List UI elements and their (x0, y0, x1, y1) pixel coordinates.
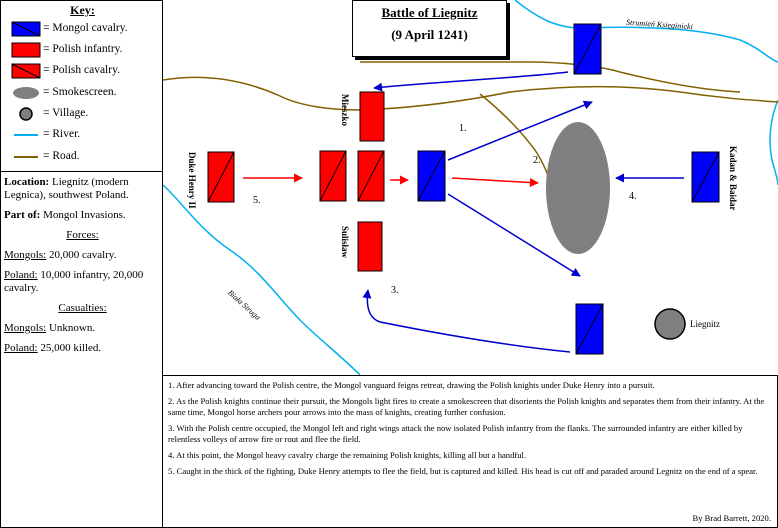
mongol-cavalry-icon (11, 21, 41, 37)
key-heading: Key: (70, 3, 95, 17)
label-village: Liegnitz (690, 319, 720, 329)
key-row-polish-cavalry: = Polish cavalry. (1, 62, 164, 80)
title-box: Battle of Liegnitz (9 April 1241) (352, 0, 507, 57)
polish-cavalry-centre-left (319, 150, 347, 202)
label-mieszko: Mieszko (340, 94, 350, 126)
forces-mongols-text: 20,000 cavalry. (48, 249, 117, 261)
key-row-river: = River. (1, 126, 164, 144)
polish-cavalry-icon (11, 63, 41, 79)
partof-text: Mongol Invasions. (43, 209, 126, 221)
casualties-heading: Casualties: (58, 302, 107, 314)
arrow-mongol-top (373, 71, 569, 92)
step-5: 5. (253, 195, 261, 206)
river-right (769, 99, 778, 186)
arrow-mongol-flank-bottom (362, 289, 571, 353)
mongol-cavalry-centre (417, 150, 446, 202)
key-row-smokescreen: = Smokescreen. (1, 84, 164, 102)
cas-poland-line: Poland: 25,000 killed. (4, 342, 161, 355)
step-1: 1. (459, 123, 467, 134)
polish-infantry-mieszko (359, 91, 385, 142)
river-icon (14, 134, 38, 136)
road-top (360, 61, 741, 93)
note-5: 5. Caught in the thick of the fighting, … (168, 466, 758, 476)
key-row-road: = Road. (1, 148, 164, 166)
mongol-cavalry-bottom (575, 303, 604, 355)
forces-mongols-label: Mongols: (4, 249, 47, 261)
forces-poland-label: Poland: (4, 269, 38, 281)
note-4: 4. At this point, the Mongol heavy caval… (168, 450, 527, 460)
step-3: 3. (391, 285, 399, 296)
cas-poland-label: Poland: (4, 342, 38, 354)
arrow-polish-pursuit-2 (451, 177, 539, 188)
road-icon (14, 156, 38, 158)
key-label-road: = Road. (43, 150, 80, 162)
polish-cavalry-centre-right (357, 150, 385, 202)
battle-title: Battle of Liegnitz (381, 5, 478, 20)
partof-line: Part of: Mongol Invasions. (4, 209, 161, 222)
arrow-mongol-feign-down (447, 193, 581, 277)
river-top (514, 0, 778, 63)
battle-date: (9 April 1241) (391, 27, 468, 42)
cas-mongols-text: Unknown. (48, 322, 96, 334)
forces-poland-line: Poland: 10,000 infantry, 20,000 cavalry. (4, 269, 161, 295)
note-1: 1. After advancing toward the Polish cen… (168, 380, 655, 390)
key-label-smokescreen: = Smokescreen. (43, 86, 117, 98)
key-label-polish-infantry: = Polish infantry. (43, 43, 123, 55)
forces-heading: Forces: (66, 229, 99, 241)
forces-poland-text: 10,000 infantry, 20,000 cavalry. (4, 269, 144, 294)
polish-infantry-sulislaw (357, 221, 383, 272)
key-row-mongol-cavalry: = Mongol cavalry. (1, 20, 164, 38)
label-kadan: Kadan & Baidar (728, 146, 738, 211)
arrow-mongol-feign-up (447, 100, 593, 161)
key-label-mongol-cavalry: = Mongol cavalry. (43, 22, 128, 34)
smokescreen-icon (13, 87, 39, 99)
location-text: Liegnitz (modern Legnica), southwest Pol… (4, 176, 129, 201)
credit: By Brad Barrett, 2020. (692, 513, 771, 523)
mongol-cavalry-right (691, 151, 720, 203)
forces-mongols-line: Mongols: 20,000 cavalry. (4, 249, 161, 262)
polish-cavalry-henry (207, 151, 235, 203)
label-sulislaw: Sulisław (340, 226, 350, 259)
partof-label: Part of: (4, 209, 41, 221)
note-2: 2. As the Polish knights continue their … (168, 396, 765, 417)
smokescreen-icon (546, 122, 610, 254)
note-3: 3. With the Polish centre occupied, the … (168, 423, 743, 444)
village-icon (654, 308, 686, 340)
location-label: Location: (4, 176, 50, 188)
key-row-polish-infantry: = Polish infantry. (1, 41, 164, 59)
info-panel: Location: Liegnitz (modern Legnica), sou… (0, 171, 163, 528)
key-label-polish-cavalry: = Polish cavalry. (43, 64, 120, 76)
notes-panel: 1. After advancing toward the Polish cen… (162, 375, 778, 528)
cas-mongols-label: Mongols: (4, 322, 47, 334)
village-icon (19, 107, 33, 121)
label-henry: Duke Henry II (187, 152, 197, 209)
key-label-river: = River. (43, 128, 81, 140)
road-main (162, 76, 778, 111)
mongol-cavalry-top (573, 23, 602, 75)
step-2: 2. (533, 155, 541, 166)
key-panel: Key: = Mongol cavalry. = Polish infantry… (0, 0, 163, 172)
step-4: 4. (629, 191, 637, 202)
cas-mongols-line: Mongols: Unknown. (4, 322, 161, 335)
cas-poland-text: 25,000 killed. (40, 342, 102, 354)
location-line: Location: Liegnitz (modern Legnica), sou… (4, 176, 161, 202)
key-row-village: = Village. (1, 105, 164, 123)
river-bottom (162, 184, 361, 376)
key-label-village: = Village. (43, 107, 89, 119)
polish-infantry-icon (11, 42, 41, 58)
